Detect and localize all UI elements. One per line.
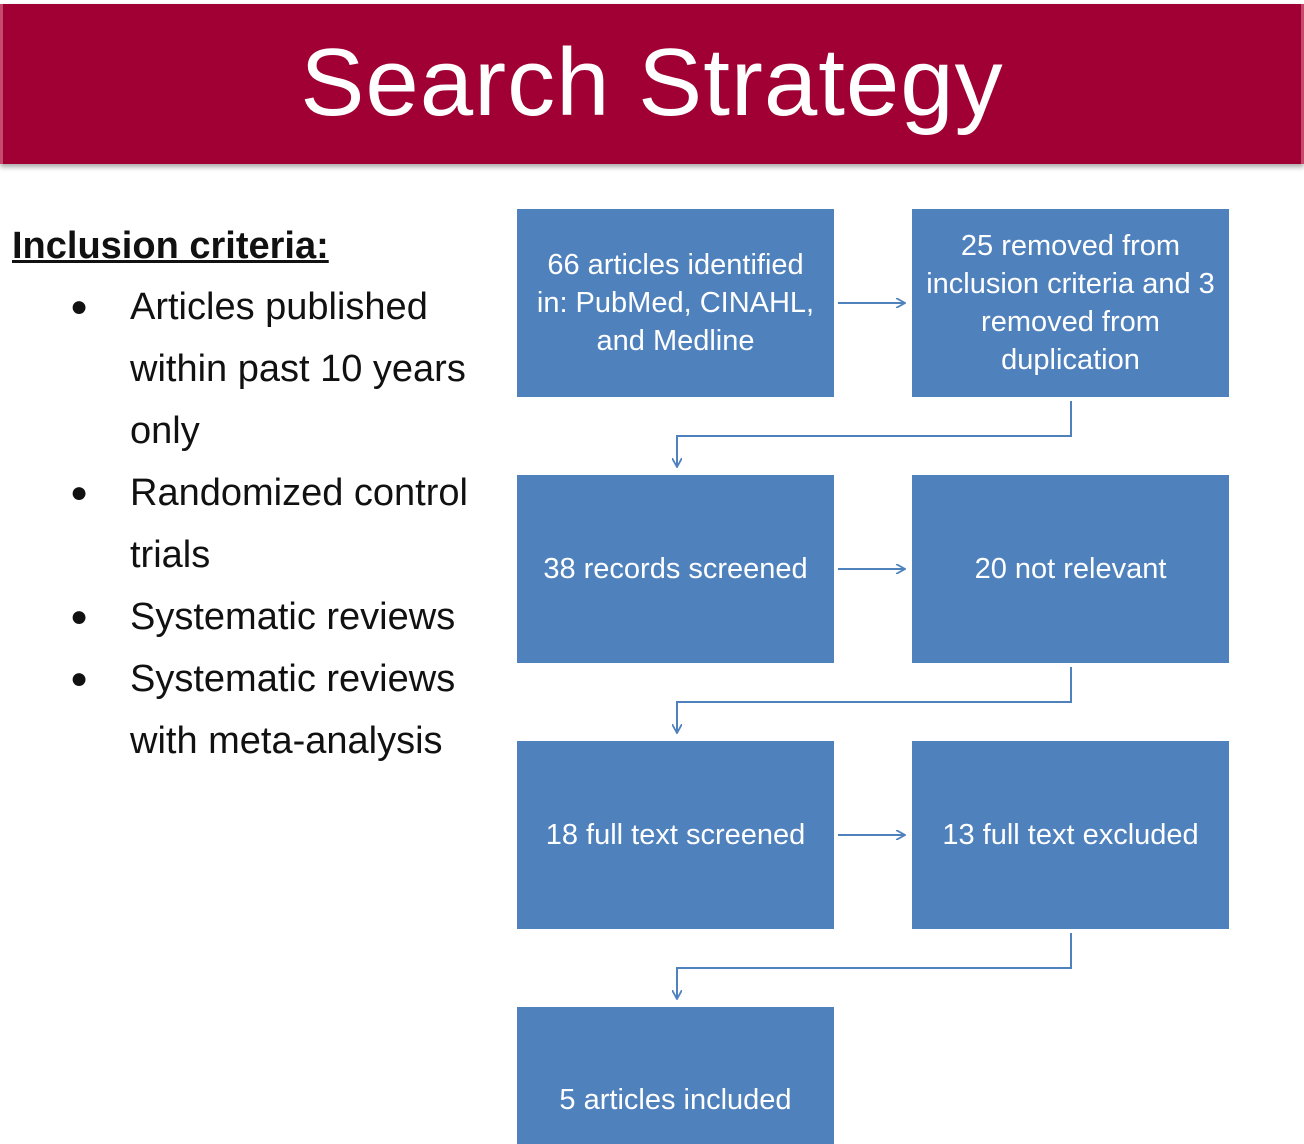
arrow-not-relevant-to-fulltext <box>677 667 1072 732</box>
box-full-text-excluded: 13 full text excluded <box>912 741 1229 929</box>
inclusion-criteria-heading: Inclusion criteria: <box>12 225 329 267</box>
criteria-item-text: Systematic reviews with meta-analysis <box>130 658 456 762</box>
criteria-item-text: Systematic reviews <box>130 596 456 638</box>
box-full-text-excluded-text: 13 full text excluded <box>942 819 1199 851</box>
criteria-item: ● Articles published within past 10 years… <box>0 276 470 462</box>
box-articles-identified-text: 66 articles identified in: PubMed, CINAH… <box>536 249 815 357</box>
inclusion-criteria-list: ● Articles published within past 10 years… <box>0 276 480 772</box>
criteria-item: ● Systematic reviews <box>0 586 470 648</box>
arrow-removed-to-screened <box>677 401 1072 466</box>
box-full-text-screened: 18 full text screened <box>517 741 834 929</box>
arrow-excluded-to-included <box>677 933 1072 998</box>
box-removed-text: 25 removed from inclusion criteria and 3… <box>926 230 1215 376</box>
criteria-item: ● Randomized control trials <box>0 462 470 586</box>
box-articles-included-text: 5 articles included <box>559 1084 792 1116</box>
bullet-icon: ● <box>70 600 89 633</box>
criteria-item-text: Randomized control trials <box>130 472 468 576</box>
bullet-icon: ● <box>70 290 89 323</box>
bullet-icon: ● <box>70 476 89 509</box>
criteria-item: ● Systematic reviews with meta-analysis <box>0 648 470 772</box>
box-articles-identified: 66 articles identified in: PubMed, CINAH… <box>517 209 834 397</box>
box-articles-included: 5 articles included <box>517 1007 834 1144</box>
box-records-screened-text: 38 records screened <box>543 553 808 585</box>
bullet-icon: ● <box>70 662 89 695</box>
box-full-text-screened-text: 18 full text screened <box>545 819 806 851</box>
box-not-relevant: 20 not relevant <box>912 475 1229 663</box>
box-removed: 25 removed from inclusion criteria and 3… <box>912 209 1229 397</box>
box-records-screened: 38 records screened <box>517 475 834 663</box>
criteria-item-text: Articles published within past 10 years … <box>130 286 466 452</box>
title-banner: Search Strategy <box>0 4 1304 164</box>
box-not-relevant-text: 20 not relevant <box>974 553 1167 585</box>
page-title: Search Strategy <box>300 29 1004 136</box>
